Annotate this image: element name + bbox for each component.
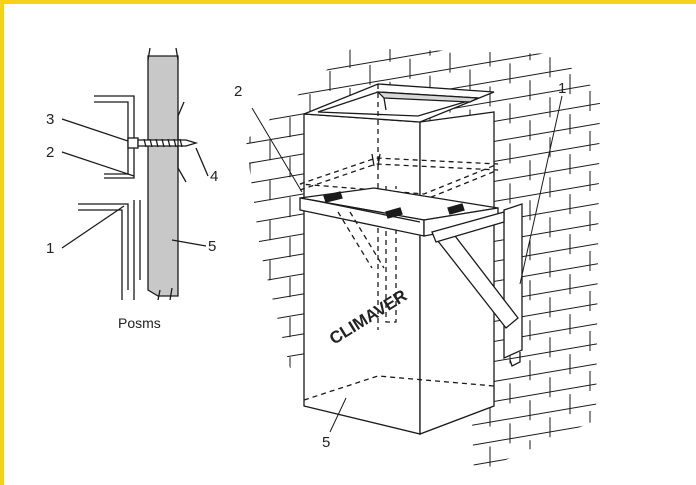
- frame-top-border: [0, 0, 696, 4]
- brick-course-line: [246, 48, 600, 67]
- detail-section: [61, 47, 209, 301]
- duct-front-face: [303, 113, 421, 435]
- duct: [251, 83, 563, 435]
- insulation-panel: [147, 55, 179, 297]
- detail-callout-1: 1: [46, 240, 54, 257]
- brick-course-line: [246, 48, 600, 87]
- detail-caption: Posms: [118, 315, 161, 331]
- profile-lower: [78, 203, 129, 290]
- duct-right-face: [419, 111, 495, 435]
- screw-icon: [137, 139, 199, 147]
- detail-callout-2: 2: [46, 144, 54, 161]
- detail-labels: 3 2 4 1 5 Posms: [46, 111, 218, 331]
- wall-bracket: [431, 203, 523, 367]
- detail-callout-4: 4: [210, 168, 218, 185]
- clip-bracket: [177, 101, 187, 183]
- detail-callout-3: 3: [46, 111, 54, 128]
- main-callout-5: 5: [322, 434, 330, 451]
- profile-upper: [94, 95, 135, 179]
- main-callout-1: 1: [558, 80, 566, 97]
- collar-clamps: [323, 191, 465, 219]
- brick-course-line: [246, 439, 600, 474]
- screw-head-icon: [127, 137, 139, 149]
- detail-callout-5: 5: [208, 238, 216, 255]
- main-callout-2: 2: [234, 83, 242, 100]
- brick-course-line: [230, 0, 620, 46]
- frame-left-border: [0, 0, 4, 485]
